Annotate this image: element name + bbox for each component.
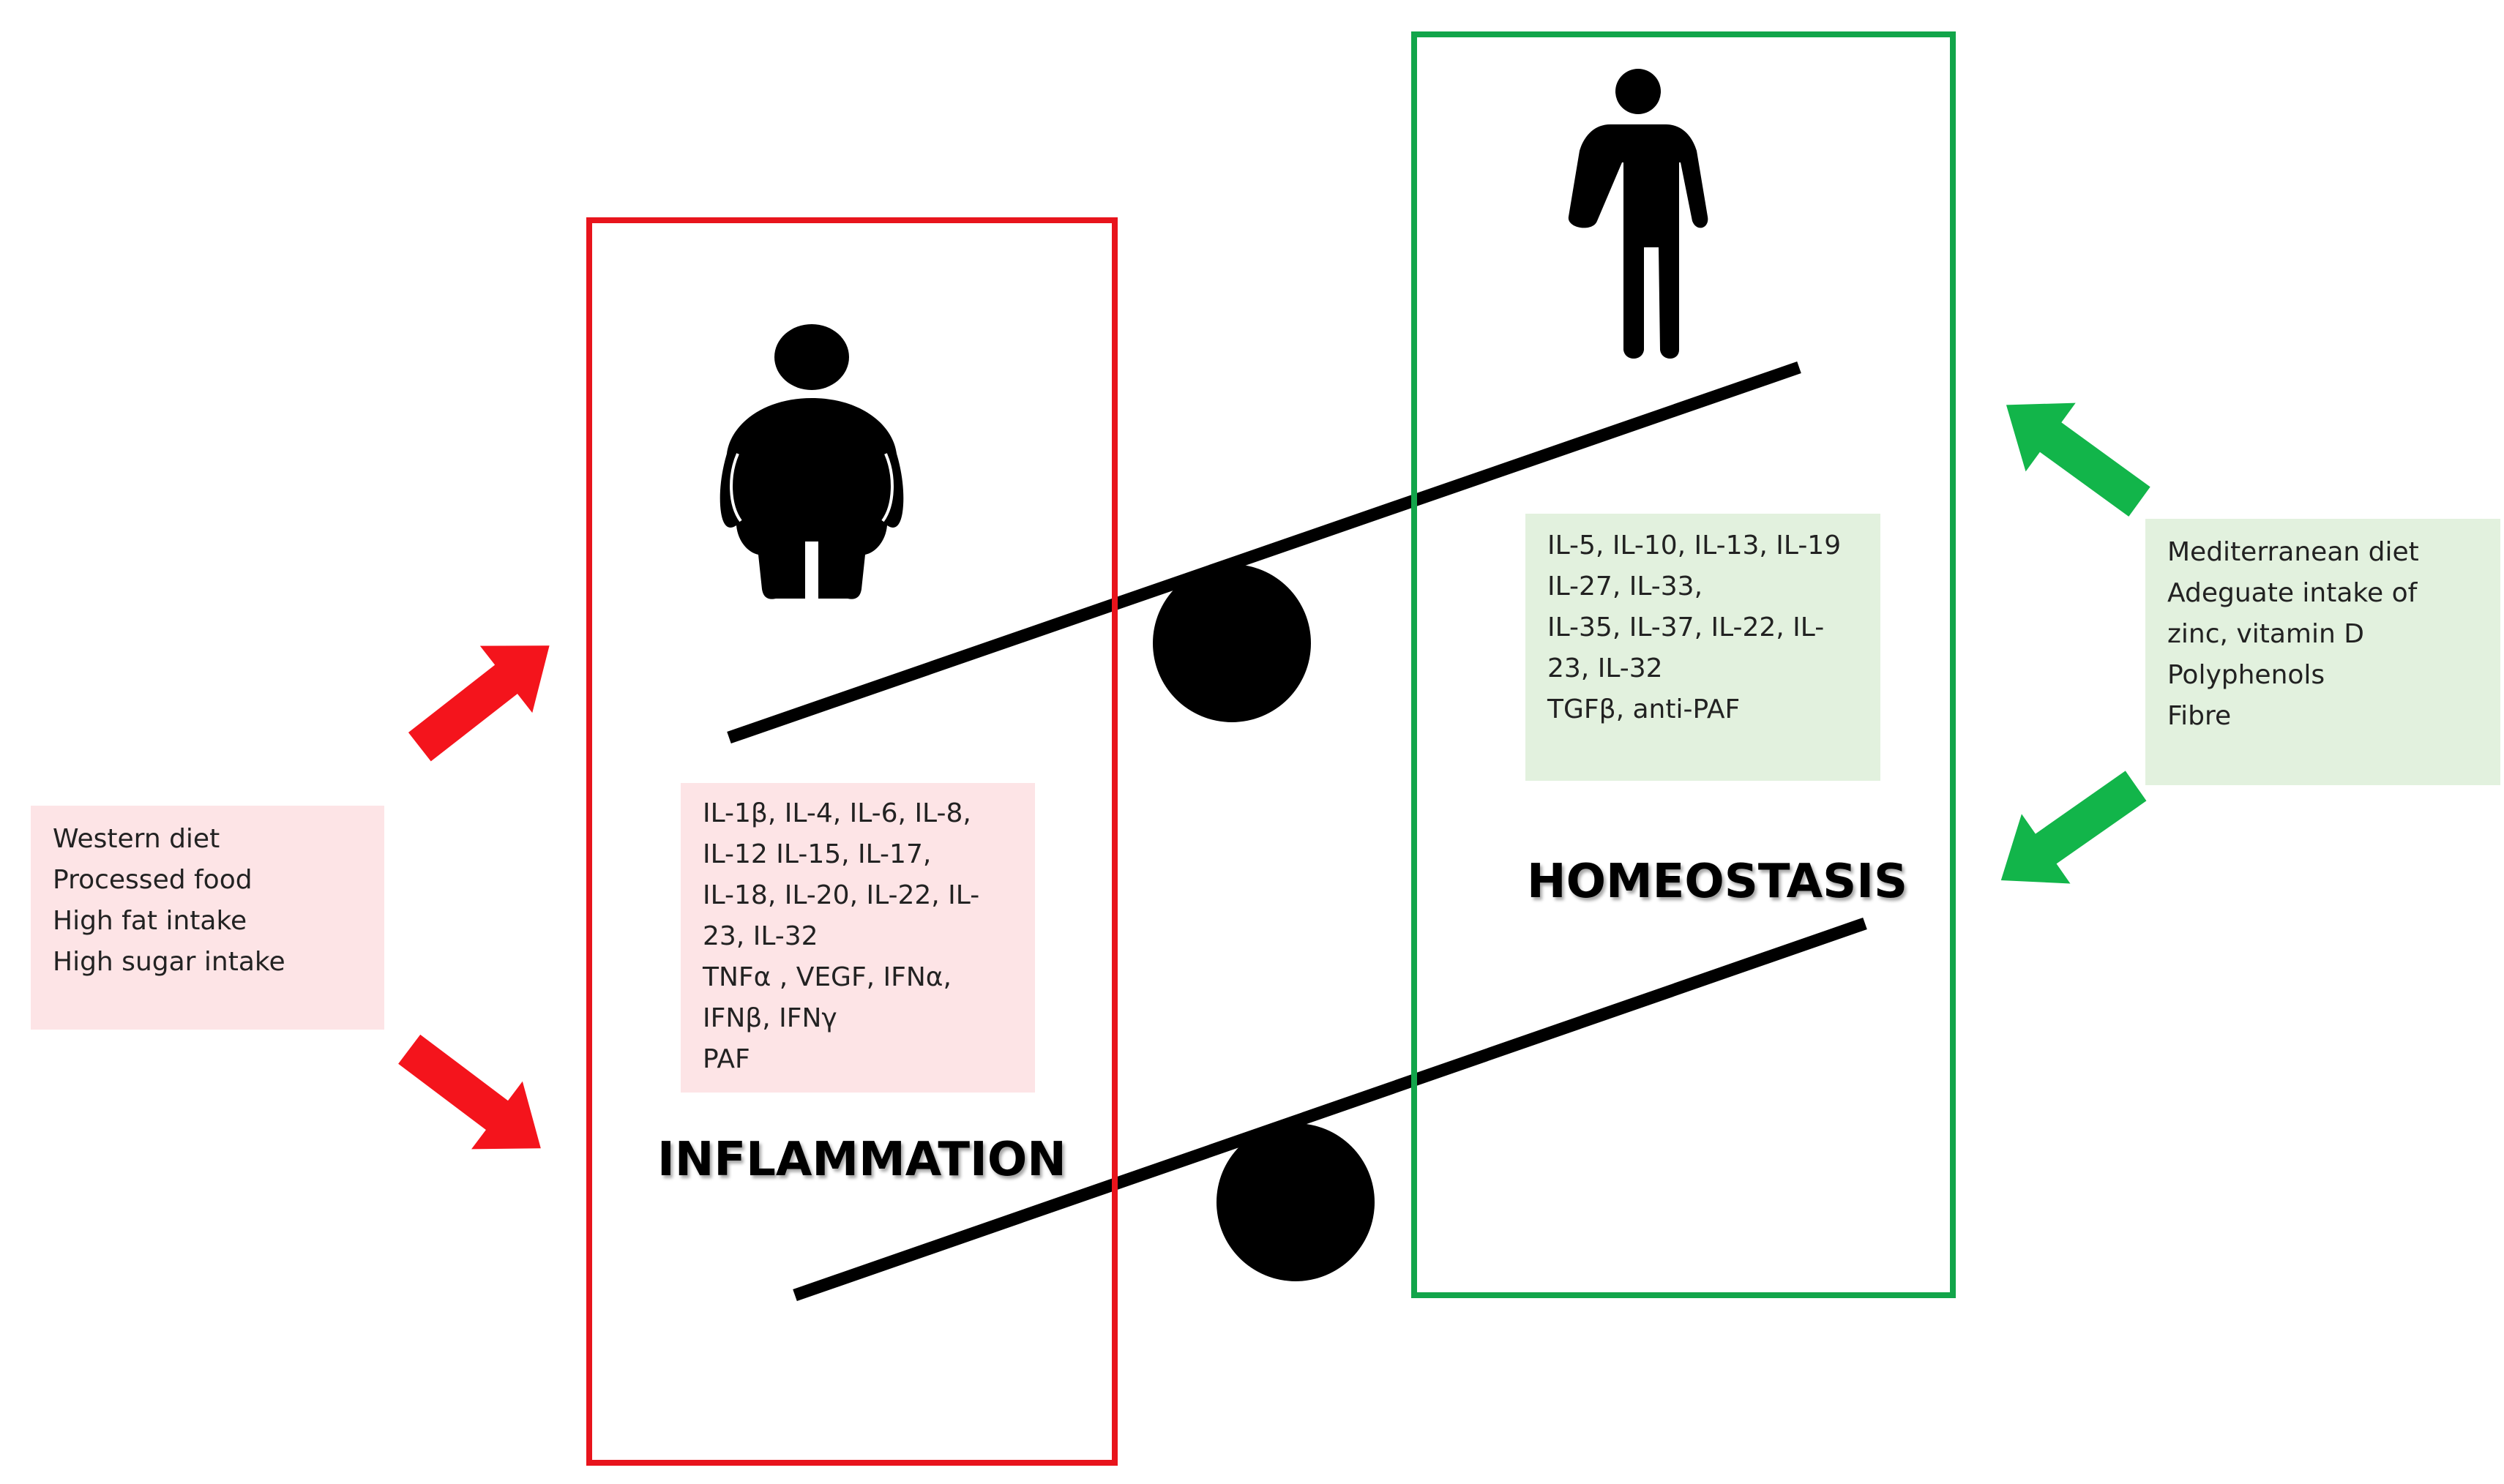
cytokine-line: IFNβ, IFNγ xyxy=(703,1003,837,1033)
upper-pivot xyxy=(1153,564,1311,722)
lower-lever-bar xyxy=(793,917,1867,1302)
factor-line: zinc, vitamin D xyxy=(2167,619,2364,649)
cytokine-line: 23, IL-32 xyxy=(703,921,818,951)
inflammation-cytokines-box: IL-1β, IL-4, IL-6, IL-8, IL-12 IL-15, IL… xyxy=(681,783,1035,1093)
homeostasis-frame xyxy=(1411,31,1956,1298)
green-arrow-up-left xyxy=(2006,402,2150,517)
cytokine-line: TNFα , VEGF, IFNα, xyxy=(703,962,952,992)
cytokine-line: IL-27, IL-33, xyxy=(1547,572,1703,602)
cytokine-line: PAF xyxy=(703,1044,750,1074)
factor-line: Western diet xyxy=(53,824,220,854)
slim-person-icon xyxy=(1568,69,1708,359)
factor-line: Polyphenols xyxy=(2167,660,2325,690)
factor-line: Adeguate intake of xyxy=(2167,578,2418,608)
factor-line: Processed food xyxy=(53,865,253,895)
cytokine-line: 23, IL-32 xyxy=(1547,653,1663,683)
cytokine-line: IL-18, IL-20, IL-22, IL- xyxy=(703,880,980,910)
homeostasis-label: HOMEOSTASIS xyxy=(1527,855,1908,909)
inflammation-frame xyxy=(586,217,1118,1466)
cytokine-line: IL-35, IL-37, IL-22, IL- xyxy=(1547,612,1825,642)
factor-line: High fat intake xyxy=(53,906,247,936)
cytokine-line: IL-1β, IL-4, IL-6, IL-8, xyxy=(703,798,971,828)
red-arrow-up-right xyxy=(408,645,550,762)
factor-line: High sugar intake xyxy=(53,947,285,977)
red-arrow-down-right xyxy=(398,1034,541,1150)
upper-lever-bar xyxy=(727,361,1801,744)
western-diet-factors-box: Western diet Processed food High fat int… xyxy=(31,806,384,1030)
obese-person-icon xyxy=(720,324,904,599)
factor-line: Mediterranean diet xyxy=(2167,537,2419,567)
mediterranean-diet-factors-box: Mediterranean diet Adeguate intake of zi… xyxy=(2145,519,2500,785)
green-arrow-down-left xyxy=(2000,771,2147,884)
factor-line: Fibre xyxy=(2167,701,2232,731)
homeostasis-cytokines-box: IL-5, IL-10, IL-13, IL-19 IL-27, IL-33, … xyxy=(1525,514,1880,781)
lower-pivot xyxy=(1217,1123,1375,1281)
cytokine-line: IL-5, IL-10, IL-13, IL-19 xyxy=(1547,531,1842,561)
cytokine-line: IL-12 IL-15, IL-17, xyxy=(703,839,932,869)
inflammation-label: INFLAMMATION xyxy=(657,1133,1066,1187)
cytokine-line: TGFβ, anti-PAF xyxy=(1547,694,1741,724)
